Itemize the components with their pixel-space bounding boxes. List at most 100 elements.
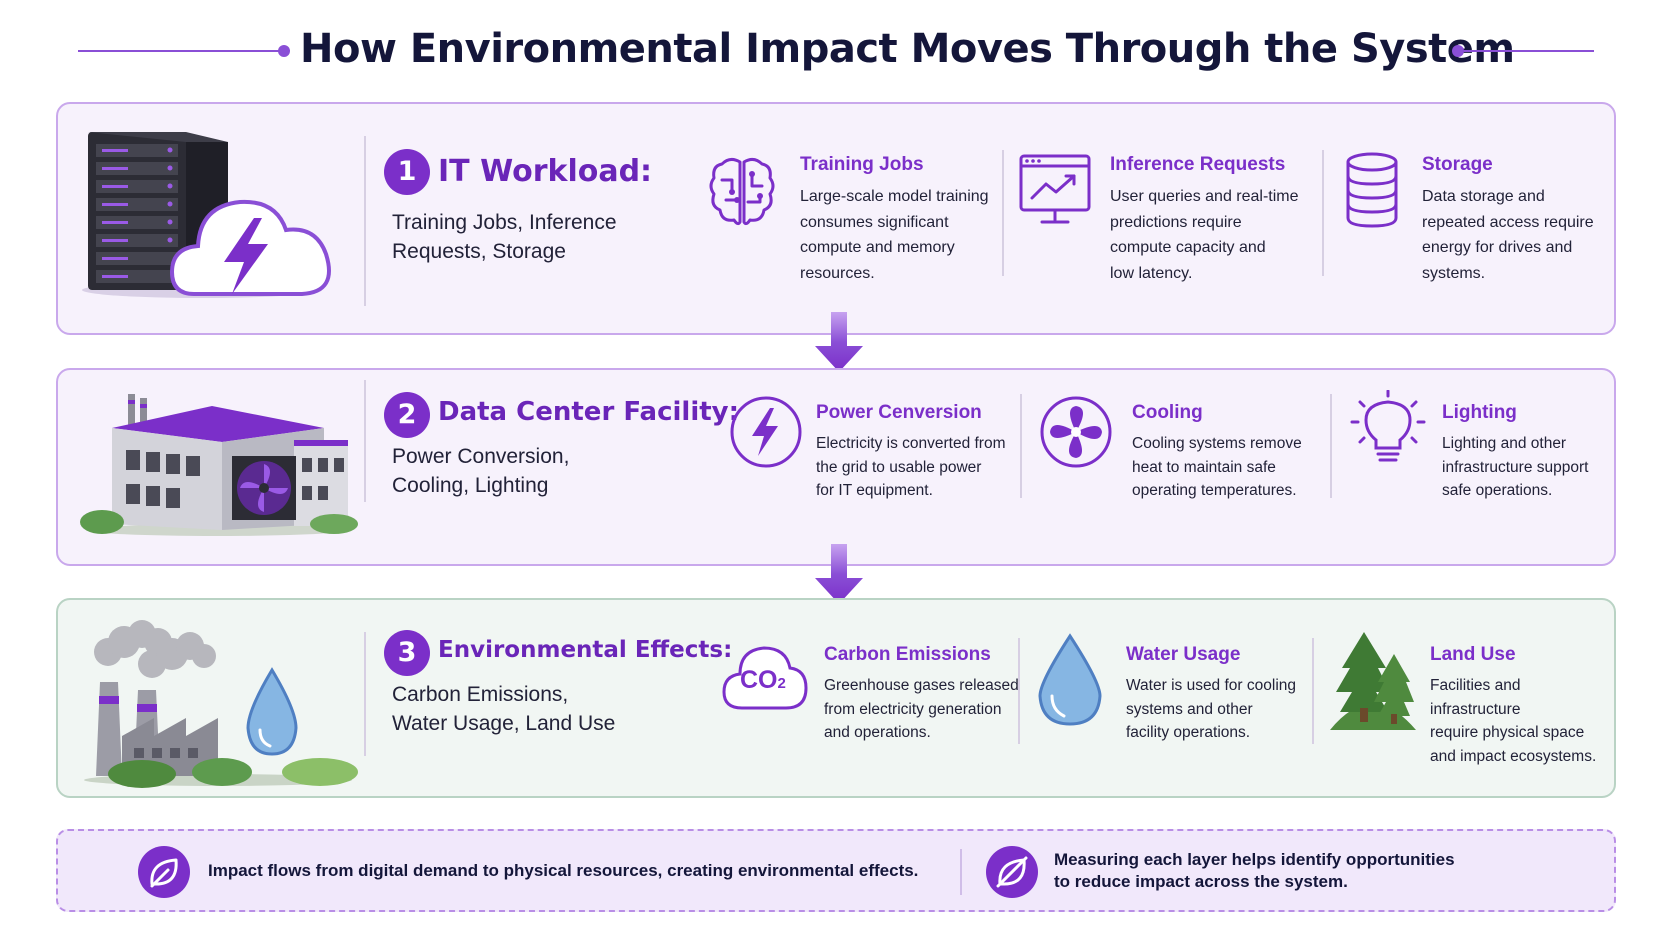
item-description-line: for IT equipment.: [816, 482, 933, 499]
item-description-line: consumes significant: [800, 213, 949, 231]
item-description: Cooling systems remove heat to maintain …: [1132, 432, 1302, 503]
item-description-line: safe operations.: [1442, 482, 1553, 499]
item-description-line: systems and other: [1126, 700, 1253, 718]
stage-subtitle-line: Cooling, Lighting: [392, 474, 549, 497]
item-description-line: require physical space: [1430, 724, 1585, 741]
item-description-line: compute and memory: [800, 239, 955, 256]
item-description-line: compute capacity and: [1110, 239, 1266, 256]
flow-arrow-down-icon: [815, 544, 863, 604]
title-line-right: [1464, 50, 1594, 52]
item-description: Electricity is converted from the grid t…: [816, 432, 1006, 503]
title-dot-left: [278, 45, 290, 57]
stage-number-badge: 3: [384, 630, 430, 676]
co2-cloud-icon: CO2: [720, 638, 808, 718]
item-title: Storage: [1422, 154, 1493, 175]
item-description: Facilities and infrastructure require ph…: [1430, 674, 1614, 768]
lightning-icon: [730, 396, 802, 468]
item-description-line: operating temperatures.: [1132, 482, 1297, 499]
stage-panel-data-center: 2 Data Center Facility: Power Conversion…: [56, 368, 1616, 566]
item-description: User queries and real-time predictions r…: [1110, 184, 1299, 286]
co2-text: CO: [740, 666, 778, 694]
item-title: Power Cenversion: [816, 402, 982, 423]
footer-divider: [960, 849, 962, 895]
lightbulb-icon: [1350, 390, 1426, 462]
item-divider: [1322, 150, 1324, 276]
item-description-line: from electricity generation: [824, 700, 1002, 718]
stage-subtitle-line: Requests, Storage: [392, 240, 566, 263]
item-description-line: and operations.: [824, 724, 931, 741]
title-dot-right: [1452, 45, 1464, 57]
stage-subtitle-line: Water Usage, Land Use: [392, 712, 616, 735]
cloud-icon: [722, 646, 808, 710]
leaf-slash-glyph: [996, 856, 1028, 888]
stage-title: Environmental Effects:: [438, 637, 733, 663]
stage-number-badge: 2: [384, 392, 430, 438]
item-divider: [1002, 150, 1004, 276]
item-description-line: heat to maintain safe: [1132, 458, 1276, 476]
stage-panel-environmental-effects: 3 Environmental Effects: Carbon Emission…: [56, 598, 1616, 798]
item-divider: [1312, 638, 1314, 744]
item-title: Water Usage: [1126, 644, 1241, 665]
leaf-glyph: [150, 858, 178, 888]
co2-label: CO2: [740, 666, 786, 695]
monitor-chart-icon: [1019, 154, 1091, 224]
footer-text-right-line: Measuring each layer helps identify oppo…: [1054, 850, 1455, 869]
item-divider: [1018, 638, 1020, 744]
brain-icon: [709, 157, 775, 226]
stage-subtitle-line: Training Jobs, Inference: [392, 211, 617, 234]
item-description-line: and impact ecosystems.: [1430, 747, 1597, 765]
leaf-slash-icon: [986, 846, 1038, 898]
page-title: How Environmental Impact Moves Through t…: [300, 26, 1515, 72]
item-description-line: repeated access require: [1422, 213, 1594, 231]
item-description-line: low latency.: [1110, 264, 1193, 282]
title-row: How Environmental Impact Moves Through t…: [0, 22, 1672, 82]
item-description-line: predictions require: [1110, 213, 1242, 231]
footer-text-right: Measuring each layer helps identify oppo…: [1054, 849, 1455, 893]
stage-subtitle: Power Conversion, Cooling, Lighting: [392, 442, 569, 500]
stage-subtitle-line: Power Conversion,: [392, 445, 570, 468]
stage-title: IT Workload:: [438, 154, 653, 189]
flow-arrow-down-icon: [815, 312, 863, 372]
stage-subtitle-line: Carbon Emissions,: [392, 683, 569, 706]
stage-title: Data Center Facility:: [438, 397, 740, 427]
item-description: Lighting and other infrastructure suppor…: [1442, 432, 1588, 503]
panel-divider: [364, 136, 366, 306]
co2-subscript: 2: [777, 675, 786, 692]
database-icon: [1346, 152, 1398, 228]
item-title: Lighting: [1442, 402, 1517, 423]
item-divider: [1330, 394, 1332, 498]
item-title: Land Use: [1430, 644, 1516, 665]
item-description: Greenhouse gases released from electrici…: [824, 674, 1019, 745]
leaf-icon: [138, 846, 190, 898]
item-description: Large-scale model training consumes sign…: [800, 184, 989, 286]
item-title: Carbon Emissions: [824, 644, 991, 665]
item-description: Data storage and repeated access require…: [1422, 184, 1594, 286]
item-description-line: Electricity is converted from: [816, 435, 1006, 452]
title-line-left: [78, 50, 280, 52]
item-description-line: User queries and real-time: [1110, 188, 1299, 205]
panel-divider: [364, 632, 366, 756]
stage-subtitle: Training Jobs, Inference Requests, Stora…: [392, 208, 617, 266]
item-title: Training Jobs: [800, 154, 924, 175]
item-description: Water is used for cooling systems and ot…: [1126, 674, 1296, 745]
item-description-line: Cooling systems remove: [1132, 435, 1302, 452]
footer-text-right-line: to reduce impact across the system.: [1054, 872, 1348, 891]
item-description-line: Data storage and: [1422, 188, 1545, 205]
item-description-line: Water is used for cooling: [1126, 677, 1297, 694]
item-description-line: the grid to usable power: [816, 458, 982, 476]
factory-water-illustration: [84, 620, 358, 788]
item-description-line: systems.: [1422, 264, 1486, 282]
footer-text-left: Impact flows from digital demand to phys…: [208, 861, 919, 880]
item-description-line: Lighting and other: [1442, 435, 1567, 452]
fan-icon: [1040, 396, 1112, 468]
item-description-line: energy for drives and: [1422, 239, 1573, 256]
trees-icon: [1330, 632, 1416, 730]
item-description-line: Facilities and infrastructure: [1430, 677, 1521, 718]
stage-panel-it-workload: 1 IT Workload: Training Jobs, Inference …: [56, 102, 1616, 335]
stage-subtitle: Carbon Emissions, Water Usage, Land Use: [392, 680, 615, 738]
item-description-line: Greenhouse gases released: [824, 677, 1019, 694]
data-center-building-illustration: [80, 394, 358, 536]
item-description-line: infrastructure support: [1442, 458, 1589, 476]
item-description-line: Large-scale model training: [800, 188, 989, 205]
item-description-line: resources.: [800, 264, 875, 282]
